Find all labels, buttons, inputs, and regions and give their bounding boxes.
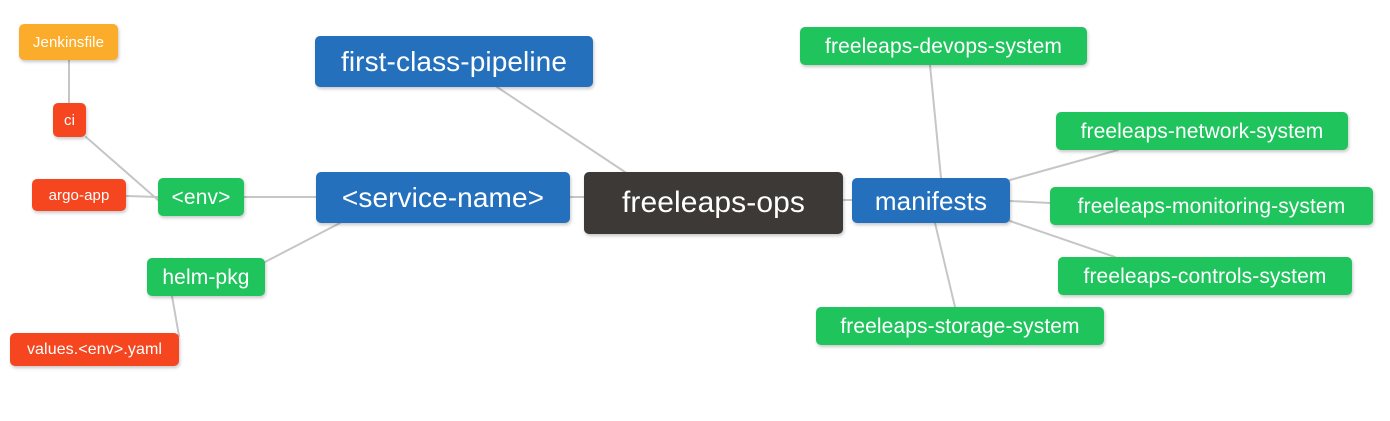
node-label-argo-app: argo-app	[48, 186, 110, 204]
node-helm-pkg[interactable]: helm-pkg	[147, 258, 265, 296]
node-label-jenkinsfile: Jenkinsfile	[32, 33, 105, 51]
node-env[interactable]: <env>	[158, 178, 244, 216]
node-freeleaps-storage-system[interactable]: freeleaps-storage-system	[816, 307, 1104, 345]
node-label-first-class-pipeline: first-class-pipeline	[340, 45, 568, 77]
node-label-env: <env>	[171, 185, 231, 209]
node-label-freeleaps-devops-system: freeleaps-devops-system	[825, 34, 1062, 58]
node-label-freeleaps-storage-system: freeleaps-storage-system	[840, 314, 1080, 338]
node-manifests[interactable]: manifests	[852, 178, 1010, 223]
edge-helm-pkg-to-service-name	[264, 222, 341, 263]
node-label-freeleaps-monitoring-system: freeleaps-monitoring-system	[1077, 194, 1346, 218]
node-label-freeleaps-ops: freeleaps-ops	[621, 186, 806, 219]
node-freeleaps-ops[interactable]: freeleaps-ops	[584, 172, 843, 234]
node-label-ci: ci	[63, 111, 76, 129]
node-label-freeleaps-network-system: freeleaps-network-system	[1080, 119, 1324, 143]
node-label-values-env-yaml: values.<env>.yaml	[26, 340, 163, 358]
node-freeleaps-controls-system[interactable]: freeleaps-controls-system	[1058, 257, 1352, 295]
node-first-class-pipeline[interactable]: first-class-pipeline	[315, 36, 593, 87]
edge-manifests-to-freeleaps-storage-system	[934, 222, 956, 308]
edge-values-env-yaml-to-helm-pkg	[171, 295, 180, 337]
node-freeleaps-network-system[interactable]: freeleaps-network-system	[1056, 112, 1348, 150]
node-freeleaps-devops-system[interactable]: freeleaps-devops-system	[800, 27, 1087, 65]
node-freeleaps-monitoring-system[interactable]: freeleaps-monitoring-system	[1050, 187, 1373, 225]
node-label-helm-pkg: helm-pkg	[162, 265, 250, 289]
node-jenkinsfile[interactable]: Jenkinsfile	[19, 24, 118, 60]
edge-manifests-to-freeleaps-controls-system	[1009, 220, 1116, 258]
node-label-freeleaps-controls-system: freeleaps-controls-system	[1083, 264, 1327, 288]
edge-manifests-to-freeleaps-network-system	[1009, 149, 1119, 181]
edge-manifests-to-freeleaps-devops-system	[929, 64, 942, 179]
node-service-name[interactable]: <service-name>	[316, 172, 570, 223]
node-argo-app[interactable]: argo-app	[32, 179, 126, 211]
node-label-manifests: manifests	[874, 185, 988, 216]
edge-first-class-pipeline-to-freeleaps-ops	[496, 86, 626, 173]
node-ci[interactable]: ci	[53, 103, 86, 137]
edge-argo-app-to-env	[125, 195, 159, 198]
node-label-service-name: <service-name>	[341, 181, 545, 213]
edge-manifests-to-freeleaps-monitoring-system	[1009, 200, 1051, 204]
node-values-env-yaml[interactable]: values.<env>.yaml	[10, 333, 179, 366]
